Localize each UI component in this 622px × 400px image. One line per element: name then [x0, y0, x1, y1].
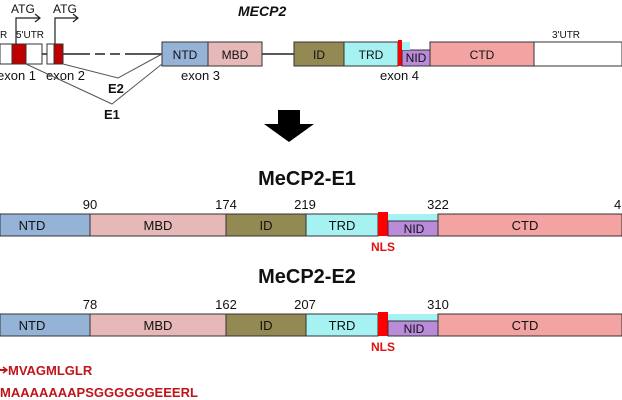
- e1-pos-end: 4: [614, 197, 621, 212]
- e1-pos-219: 219: [294, 197, 316, 212]
- seq-e1-start: MAAAAAAAPSGGGGGGEEERL: [0, 385, 198, 400]
- atg1-arrowhead: [34, 13, 41, 23]
- e2-nls-box: [378, 312, 388, 336]
- splice-e2-label: E2: [108, 81, 124, 96]
- e1-nls-label: NLS: [371, 240, 395, 254]
- exon4-trd-tail: [402, 42, 410, 50]
- atg2-arrow: [54, 17, 78, 44]
- splice-e1-line: [25, 63, 163, 105]
- exon1-coding: [11, 43, 27, 65]
- exon1-label: exon 1: [0, 68, 36, 83]
- e2-ctd: [437, 313, 622, 337]
- exon4-utr3: [533, 41, 622, 67]
- e2-nls-label: NLS: [371, 340, 395, 354]
- e2-nid-label: NID: [404, 322, 425, 336]
- exon3-ntd-label: NTD: [173, 48, 198, 62]
- e2-pos-310: 310: [427, 297, 449, 312]
- splice-e1-label: E1: [104, 107, 120, 122]
- e2-mbd-label: MBD: [144, 318, 173, 333]
- e2-pos-162: 162: [215, 297, 237, 312]
- e2-ctd-label: CTD: [512, 318, 539, 333]
- exon4-nls: [398, 40, 402, 66]
- e2-pos-78: 78: [83, 297, 97, 312]
- e1-id-label: ID: [260, 218, 273, 233]
- exon2-label: exon 2: [46, 68, 85, 83]
- e2-ntd-label: NTD: [19, 318, 46, 333]
- e1-ctd: [437, 213, 622, 237]
- exon4-id-label: ID: [313, 48, 325, 62]
- isoform-e2-title: MeCP2-E2: [258, 266, 356, 288]
- splice-e2-line: [62, 53, 163, 79]
- e2-id-label: ID: [260, 318, 273, 333]
- exon4-nid-label: NID: [406, 51, 427, 65]
- exon3-ntd: [161, 41, 209, 67]
- exon4-ctd: [429, 41, 535, 67]
- e1-mbd-label: MBD: [144, 218, 173, 233]
- e1-ctd-label: CTD: [512, 218, 539, 233]
- e1-trd-tail: [388, 214, 438, 222]
- exon2-coding: [53, 43, 64, 65]
- atg2-arrowhead: [72, 13, 79, 23]
- seq-e2-start: MVAGMLGLR: [8, 363, 93, 378]
- gene-title: MECP2: [238, 3, 286, 19]
- e1-trd-label: TRD: [329, 218, 356, 233]
- utr5-label: 5'UTR: [16, 30, 44, 41]
- exon3-label: exon 3: [181, 68, 220, 83]
- e2-trd-label: TRD: [329, 318, 356, 333]
- e1-nls-box: [378, 212, 388, 236]
- atg2-label: ATG: [53, 2, 77, 16]
- isoform-e1-title: MeCP2-E1: [258, 168, 356, 190]
- e2-pos-207: 207: [294, 297, 316, 312]
- e1-nid-label: NID: [404, 222, 425, 236]
- e2-trd-tail: [388, 314, 438, 322]
- utr3-label: 3'UTR: [552, 30, 580, 41]
- utr5-cut-label: R: [0, 30, 7, 41]
- e1-pos-90: 90: [83, 197, 97, 212]
- exon4-label: exon 4: [380, 68, 419, 83]
- atg1-label: ATG: [11, 2, 35, 16]
- down-arrow-icon: [264, 110, 314, 142]
- exon3-mbd: [207, 41, 263, 67]
- atg1-arrow: [15, 17, 40, 44]
- seq-e2-arrowhead: [2, 366, 9, 374]
- exon3-mbd-label: MBD: [222, 48, 249, 62]
- exon4-trd-label: TRD: [359, 48, 384, 62]
- e1-ntd-label: NTD: [19, 218, 46, 233]
- exon4-ctd-label: CTD: [470, 48, 495, 62]
- e1-pos-174: 174: [215, 197, 237, 212]
- e1-pos-322: 322: [427, 197, 449, 212]
